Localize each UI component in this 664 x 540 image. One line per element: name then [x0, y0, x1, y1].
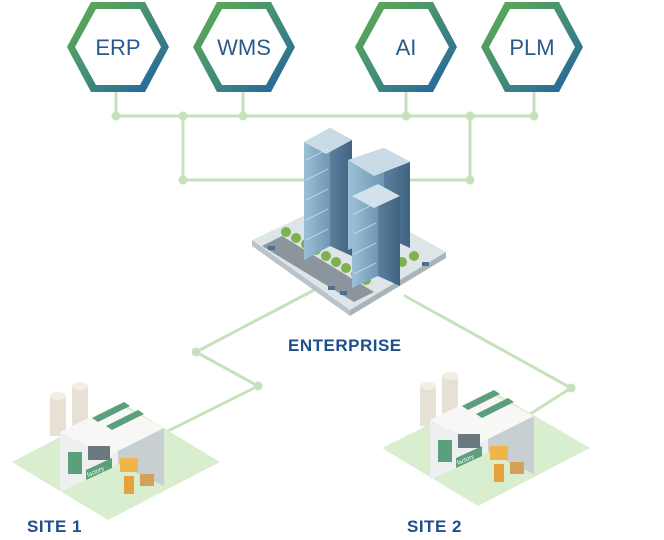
- hex-erp[interactable]: ERP: [67, 2, 169, 92]
- node-dot: [465, 175, 475, 185]
- site2-label: SITE 2: [407, 517, 462, 536]
- hex-label-wms: WMS: [217, 35, 271, 60]
- enterprise-label: ENTERPRISE: [288, 336, 402, 355]
- connector-nodes: [111, 111, 576, 393]
- node-dot: [566, 383, 576, 393]
- node-dot: [111, 111, 121, 121]
- hex-label-plm: PLM: [509, 35, 554, 60]
- site1-label: SITE 1: [27, 517, 82, 536]
- hex-wms[interactable]: WMS: [193, 2, 295, 92]
- node-dot: [238, 111, 248, 121]
- node-dot: [529, 111, 539, 121]
- node-dot: [401, 111, 411, 121]
- enterprise-building-icon[interactable]: [252, 128, 446, 316]
- hex-label-ai: AI: [396, 35, 417, 60]
- site2-factory-icon[interactable]: factory: [382, 372, 590, 506]
- hex-plm[interactable]: PLM: [481, 2, 583, 92]
- hex-ai[interactable]: AI: [355, 2, 457, 92]
- node-dot: [253, 381, 263, 391]
- node-dot: [191, 347, 201, 357]
- node-dot: [178, 111, 188, 121]
- node-dot: [178, 175, 188, 185]
- node-dot: [465, 111, 475, 121]
- hex-label-erp: ERP: [95, 35, 140, 60]
- link-site1: [148, 286, 320, 442]
- site1-factory-icon[interactable]: factory: [12, 382, 220, 520]
